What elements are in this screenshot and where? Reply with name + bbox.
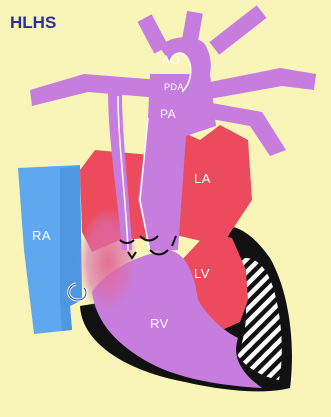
diagram-title: HLHS xyxy=(10,13,56,32)
aortic-branch-right xyxy=(209,5,266,55)
label-ra: RA xyxy=(32,228,51,243)
label-pa: PA xyxy=(160,107,176,121)
label-ao: AO xyxy=(162,53,180,67)
aortic-branch-left xyxy=(137,14,168,53)
label-pda: PDA xyxy=(164,82,184,92)
label-rv: RV xyxy=(150,316,169,331)
label-lv: LV xyxy=(194,266,210,281)
pulmonary-branch-left xyxy=(30,74,160,106)
label-la: LA xyxy=(194,171,211,186)
pulmonary-branch-right-upper xyxy=(200,68,316,100)
right-atrium-shadow xyxy=(60,166,82,331)
